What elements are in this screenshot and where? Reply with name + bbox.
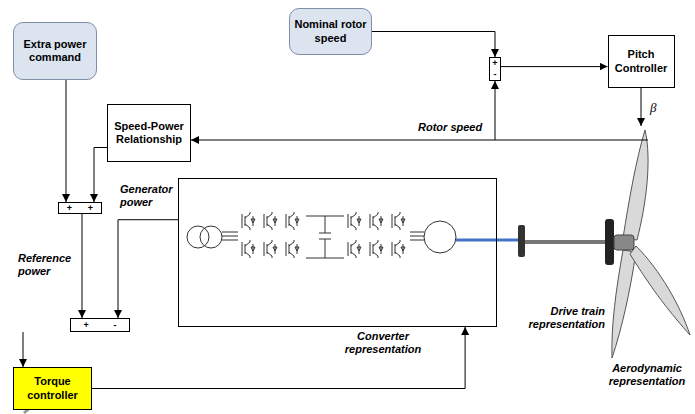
summing-junction: ++ [58,202,102,214]
signal-connector [501,66,608,67]
angle-symbol: β [650,100,656,116]
box-label: Torque controller [14,375,91,401]
signal-name: Rotor speed [418,121,482,134]
summing-junction: +- [70,318,130,332]
signal-name: Generator power [120,183,180,209]
command-box: Nominal rotor speed [289,8,372,55]
sign-symbol: - [494,70,497,79]
box-label: Nominal rotor speed [290,18,371,44]
signal-connector [66,80,67,202]
box-label: Speed-Power Relationship [108,120,190,146]
summing-junction: +- [489,57,501,81]
box-label: Converter representation [328,330,438,356]
converter-switches [242,212,405,258]
signal-connector [92,327,465,389]
drive-disc [605,219,614,265]
signal-line [641,88,642,126]
box-label: Pitch Controller [609,48,674,74]
command-box: Extra power command [13,22,97,80]
signal-connector [23,332,24,367]
rotor-hub [614,235,634,250]
sign-symbol: + [88,204,93,213]
transformer-symbol [187,226,209,248]
signal-line [191,140,648,141]
controller-box: Torque controller [13,367,92,410]
sign-symbol: + [67,204,72,213]
shaft [524,240,616,244]
part-name: Drive train representation [515,305,605,331]
signal-connector [82,214,83,318]
capacitor-symbol [306,216,344,258]
sign-symbol: - [114,321,117,330]
signal-name: Reference power [18,252,76,278]
sign-symbol: + [83,321,88,330]
bus-line [410,232,424,240]
signal-connector [94,148,107,203]
transformer-symbol [200,226,222,248]
bus-line [222,232,238,240]
converter-box: Converter representation [178,178,497,358]
box-label: Extra power command [14,38,96,64]
signal-connector [372,32,495,58]
controller-box: Pitch Controller [608,35,675,88]
signal-line [495,81,496,140]
rotor-blades [612,130,690,358]
shaft [456,239,520,242]
generator-symbol [424,221,456,253]
process-box: Speed-Power Relationship [107,104,191,162]
converter-frame [178,178,497,327]
drive-disc [518,225,525,257]
sign-symbol: + [492,59,497,68]
signal-connector [118,220,178,318]
part-name: Aerodynamic representation [602,362,692,388]
